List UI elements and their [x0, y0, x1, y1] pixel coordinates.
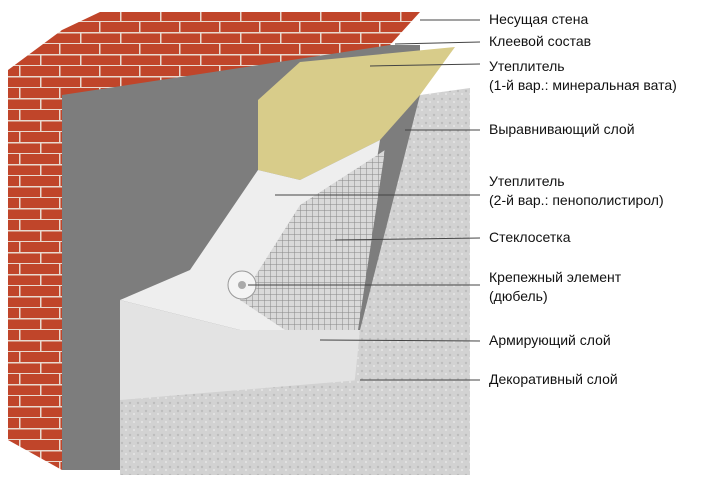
- label-load-bearing-wall: Несущая стена: [489, 10, 588, 29]
- label-leveling-layer: Выравнивающий слой: [489, 120, 635, 139]
- label-line: Армирующий слой: [489, 332, 611, 348]
- label-line: Выравнивающий слой: [489, 121, 635, 137]
- leveling-layer: [340, 88, 470, 475]
- label-line: Декоративный слой: [489, 371, 618, 387]
- leader-lines: [248, 19, 481, 381]
- label-line: Несущая стена: [489, 11, 589, 27]
- label-line: Утеплитель: [489, 58, 565, 74]
- label-line: Клеевой состав: [489, 33, 592, 49]
- label-insulation-1: Утеплитель (1-й вар.: минеральная вата): [489, 57, 677, 95]
- label-line: Крепежный элемент: [489, 269, 622, 285]
- mineral-wool: [258, 47, 455, 180]
- label-reinforcing-layer: Армирующий слой: [489, 331, 611, 350]
- label-line: Утеплитель: [489, 173, 565, 189]
- decorative-layer: [120, 380, 360, 475]
- label-insulation-2: Утеплитель (2-й вар.: пенополистирол): [489, 172, 664, 210]
- label-line: (дюбель): [489, 288, 548, 304]
- label-decorative-layer: Декоративный слой: [489, 370, 618, 389]
- label-line: Стеклосетка: [489, 229, 571, 245]
- label-fastener: Крепежный элемент (дюбель): [489, 268, 621, 306]
- label-line: (1-й вар.: минеральная вата): [489, 77, 677, 93]
- label-line: (2-й вар.: пенополистирол): [489, 192, 664, 208]
- fiberglass-mesh: [240, 150, 385, 350]
- label-fiberglass-mesh: Стеклосетка: [489, 228, 571, 247]
- label-adhesive: Клеевой состав: [489, 32, 591, 51]
